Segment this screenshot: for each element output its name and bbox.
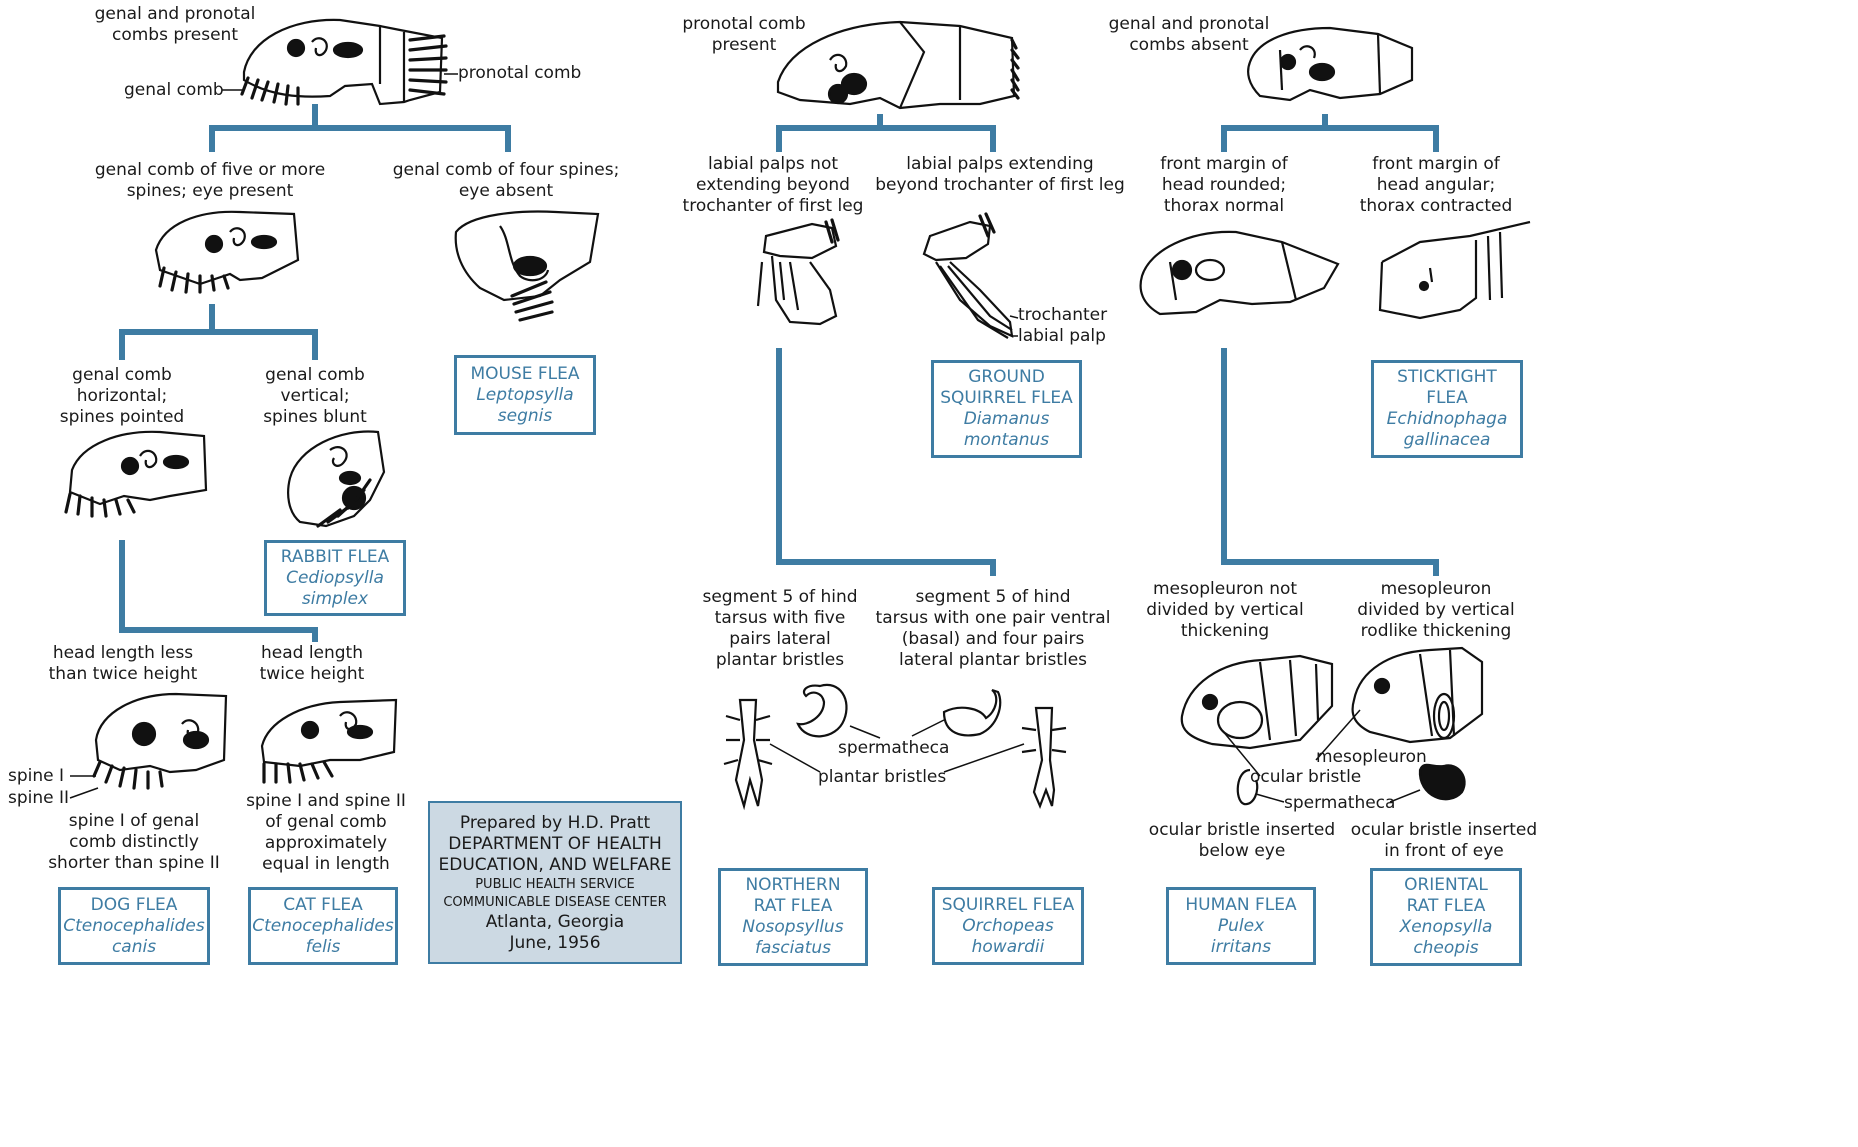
species-common-name: CAT FLEA	[283, 894, 363, 915]
step-ocular-in-front: ocular bristle inserted in front of eye	[1350, 820, 1538, 861]
credit-location: Atlanta, Georgia	[485, 912, 625, 932]
species-scientific-name: Diamanus montanus	[963, 409, 1050, 450]
step-pronotal-only: pronotal comb present	[682, 14, 806, 55]
species-box-oriental-rat-flea: ORIENTAL RAT FLEA Xenopsylla cheopis	[1370, 868, 1522, 966]
illustration-flea-palps-long	[922, 212, 1014, 339]
species-common-name: STICKTIGHT FLEA	[1397, 367, 1497, 408]
illustration-flea-head-vertical-comb	[287, 430, 386, 528]
callout-mesopleuron: mesopleuron	[1316, 747, 1427, 767]
illustration-flea-head-long	[260, 698, 398, 784]
illustration-northern-rat-flea-parts	[723, 683, 848, 811]
species-common-name: GROUND SQUIRREL FLEA	[940, 367, 1073, 408]
step-palps-not-extending: labial palps not extending beyond trocha…	[682, 154, 864, 216]
species-box-northern-rat-flea: NORTHERN RAT FLEA Nosopsyllus fasciatus	[718, 868, 868, 966]
callout-spine-1: spine I	[8, 766, 65, 786]
key-connectors	[119, 104, 1439, 642]
step-mesopleuron-divided: mesopleuron divided by vertical rodlike …	[1357, 579, 1515, 641]
step-head-length-twice: head length twice height	[259, 643, 365, 684]
callout-ocular-bristle: ocular bristle	[1250, 767, 1362, 787]
credit-author: Prepared by H.D. Pratt	[459, 813, 651, 833]
credit-department-2: EDUCATION, AND WELFARE	[438, 855, 672, 875]
credit-service: PUBLIC HEALTH SERVICE	[475, 877, 635, 892]
step-margin-rounded: front margin of head rounded; thorax nor…	[1160, 154, 1288, 216]
species-common-name: NORTHERN RAT FLEA	[745, 875, 841, 916]
species-box-sticktight-flea: STICKTIGHT FLEA Echidnophaga gallinacea	[1371, 360, 1523, 458]
callout-genal-comb: genal comb	[124, 80, 224, 100]
species-box-dog-flea: DOG FLEA Ctenocephalides canis	[58, 887, 210, 965]
connector-genal-pronotal	[209, 104, 511, 152]
credit-center: COMMUNICABLE DISEASE CENTER	[443, 895, 667, 910]
callout-trochanter: trochanter	[1018, 305, 1108, 325]
step-head-length-less: head length less than twice height	[48, 643, 198, 684]
illustration-flea-head-combs-present	[240, 18, 448, 106]
callout-spermatheca-2: spermatheca	[1284, 793, 1396, 813]
illustration-squirrel-flea-parts	[942, 688, 1067, 809]
step-spine-equal: spine I and spine II of genal comb appro…	[246, 791, 406, 874]
connector-horizontal	[119, 540, 318, 642]
illustration-human-flea-thorax	[1180, 654, 1334, 806]
species-scientific-name: Pulex irritans	[1210, 915, 1272, 957]
credit-department: DEPARTMENT OF HEALTH	[448, 834, 662, 854]
species-scientific-name: Leptopsylla segnis	[476, 384, 574, 426]
illustration-flea-pronotal-comb	[776, 20, 1020, 110]
species-common-name: HUMAN FLEA	[1185, 894, 1297, 915]
species-box-ground-squirrel-flea: GROUND SQUIRREL FLEA Diamanus montanus	[931, 360, 1082, 458]
step-genal-horizontal: genal comb horizontal; spines pointed	[59, 365, 185, 427]
species-scientific-name: Orchopeas howardii	[962, 915, 1054, 957]
step-mesopleuron-not-divided: mesopleuron not divided by vertical thic…	[1146, 579, 1304, 641]
species-common-name: SQUIRREL FLEA	[941, 894, 1075, 915]
species-box-rabbit-flea: RABBIT FLEA Cediopsylla simplex	[264, 540, 406, 616]
callout-spermatheca: spermatheca	[838, 738, 950, 758]
illustration-flea-head-rounded	[1139, 230, 1340, 316]
connector-palps-not	[776, 348, 996, 576]
species-box-mouse-flea: MOUSE FLEA Leptopsylla segnis	[454, 355, 596, 435]
credit-date: June, 1956	[509, 933, 601, 953]
callout-pronotal-comb: pronotal comb	[458, 63, 582, 83]
illustration-flea-palps-short	[756, 218, 840, 326]
step-margin-angular: front margin of head angular; thorax con…	[1359, 154, 1513, 216]
connector-pronotal-only	[776, 114, 996, 152]
step-five-spines: genal comb of five or more spines; eye p…	[94, 160, 326, 201]
step-palps-extending: labial palps extending beyond trochanter…	[875, 154, 1125, 195]
connector-combs-absent	[1221, 114, 1439, 152]
callout-plantar-bristles: plantar bristles	[818, 767, 947, 787]
step-four-spines: genal comb of four spines; eye absent	[392, 160, 620, 201]
illustration-flea-head-horizontal-comb	[64, 430, 208, 518]
species-common-name: MOUSE FLEA	[470, 363, 580, 384]
step-segment5-five-pairs: segment 5 of hind tarsus with five pairs…	[702, 587, 858, 670]
credit-box: Prepared by H.D. Pratt DEPARTMENT OF HEA…	[428, 801, 682, 964]
species-common-name: RABBIT FLEA	[280, 546, 390, 567]
callout-labial-palp: labial palp	[1018, 326, 1106, 346]
species-box-cat-flea: CAT FLEA Ctenocephalides felis	[248, 887, 398, 965]
illustration-flea-head-short	[92, 692, 228, 790]
callout-pointers	[69, 73, 1421, 803]
illustration-flea-combs-absent	[1247, 26, 1414, 102]
species-box-squirrel-flea: SQUIRREL FLEA Orchopeas howardii	[932, 887, 1084, 965]
species-common-name: DOG FLEA	[90, 894, 178, 915]
connector-five-spines	[119, 304, 318, 360]
step-combs-absent: genal and pronotal combs absent	[1108, 14, 1270, 55]
step-genal-vertical: genal comb vertical; spines blunt	[263, 365, 367, 427]
step-genal-pronotal-present: genal and pronotal combs present	[94, 4, 256, 45]
species-scientific-name: Cediopsylla simplex	[286, 567, 384, 609]
species-scientific-name: Ctenocephalides felis	[252, 915, 394, 957]
species-scientific-name: Echidnophaga gallinacea	[1386, 409, 1508, 450]
species-common-name: ORIENTAL RAT FLEA	[1404, 875, 1488, 916]
species-box-human-flea: HUMAN FLEA Pulex irritans	[1166, 887, 1316, 965]
species-scientific-name: Xenopsylla cheopis	[1399, 917, 1493, 958]
callout-spine-2: spine II	[8, 788, 70, 808]
step-spine-shorter: spine I of genal comb distinctly shorter…	[48, 811, 220, 873]
step-ocular-below-eye: ocular bristle inserted below eye	[1148, 820, 1336, 861]
illustration-flea-head-angular	[1378, 220, 1531, 320]
illustration-oriental-rat-flea-thorax	[1351, 646, 1484, 801]
key-diagram-graphics	[64, 18, 1531, 811]
illustration-flea-head-four-spines	[454, 210, 600, 322]
flea-identification-key: genal and pronotal combs present pronota…	[8, 4, 1538, 966]
illustration-flea-head-five-spines	[154, 210, 300, 294]
species-scientific-name: Nosopsyllus fasciatus	[742, 917, 844, 958]
step-segment5-one-pair: segment 5 of hind tarsus with one pair v…	[875, 587, 1111, 670]
connector-margin-round	[1221, 348, 1439, 576]
species-scientific-name: Ctenocephalides canis	[63, 915, 205, 957]
